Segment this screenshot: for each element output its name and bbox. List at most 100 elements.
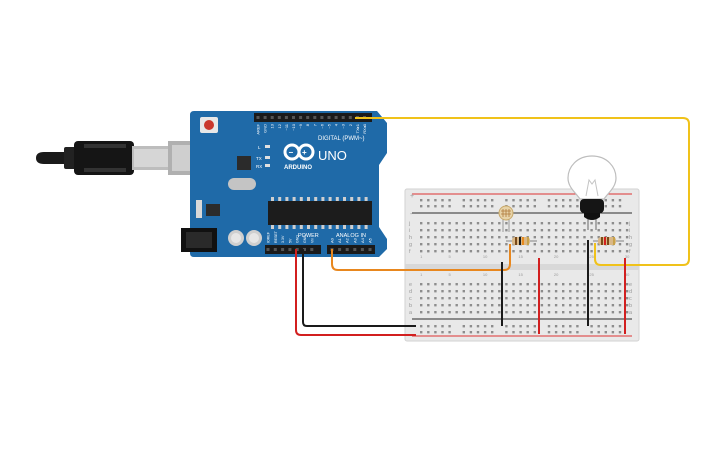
terminal-hole[interactable] [483, 222, 487, 225]
terminal-hole[interactable] [512, 297, 515, 300]
terminal-hole[interactable] [618, 311, 622, 314]
analog-pin-hole[interactable] [345, 248, 349, 251]
terminal-hole[interactable] [625, 222, 629, 225]
terminal-hole[interactable] [448, 290, 451, 293]
digital-pin-hole[interactable] [292, 116, 295, 119]
rail-hole[interactable] [505, 331, 508, 334]
terminal-hole[interactable] [562, 290, 565, 293]
terminal-hole[interactable] [547, 229, 551, 232]
terminal-hole[interactable] [547, 250, 551, 253]
terminal-hole[interactable] [462, 290, 465, 293]
terminal-hole[interactable] [583, 304, 586, 307]
terminal-hole[interactable] [420, 297, 423, 300]
terminal-hole[interactable] [519, 229, 522, 232]
terminal-hole[interactable] [498, 311, 501, 314]
rail-hole[interactable] [441, 331, 444, 334]
analog-pin-hole[interactable] [338, 248, 342, 251]
terminal-hole[interactable] [512, 304, 515, 307]
terminal-hole[interactable] [420, 229, 423, 232]
digital-pin-hole[interactable] [277, 116, 281, 119]
terminal-hole[interactable] [512, 311, 515, 314]
terminal-hole[interactable] [420, 236, 423, 239]
terminal-hole[interactable] [576, 283, 579, 286]
terminal-hole[interactable] [590, 297, 593, 300]
terminal-hole[interactable] [526, 250, 529, 253]
terminal-hole[interactable] [455, 222, 458, 225]
terminal-hole[interactable] [420, 222, 423, 225]
terminal-hole[interactable] [569, 250, 572, 253]
terminal-hole[interactable] [576, 250, 579, 253]
digital-pin-hole[interactable] [284, 116, 288, 119]
terminal-hole[interactable] [618, 297, 622, 300]
light-bulb[interactable] [567, 155, 617, 230]
rail-hole[interactable] [618, 205, 622, 208]
wire-red-5v[interactable] [295, 249, 416, 336]
terminal-hole[interactable] [526, 297, 529, 300]
terminal-hole[interactable] [625, 297, 629, 300]
terminal-hole[interactable] [533, 283, 536, 286]
terminal-hole[interactable] [576, 304, 579, 307]
rail-hole[interactable] [483, 331, 487, 334]
terminal-hole[interactable] [462, 222, 465, 225]
terminal-hole[interactable] [554, 297, 558, 300]
terminal-hole[interactable] [476, 283, 480, 286]
terminal-hole[interactable] [569, 283, 572, 286]
rail-hole[interactable] [476, 331, 480, 334]
terminal-hole[interactable] [476, 236, 480, 239]
power-pin-hole[interactable] [281, 248, 285, 251]
terminal-hole[interactable] [455, 236, 458, 239]
terminal-hole[interactable] [427, 229, 430, 232]
terminal-hole[interactable] [441, 236, 444, 239]
terminal-hole[interactable] [469, 229, 473, 232]
terminal-hole[interactable] [569, 229, 572, 232]
terminal-hole[interactable] [590, 222, 593, 225]
terminal-hole[interactable] [597, 229, 600, 232]
rail-hole[interactable] [547, 205, 551, 208]
terminal-hole[interactable] [505, 297, 508, 300]
terminal-hole[interactable] [469, 243, 473, 246]
terminal-hole[interactable] [597, 311, 600, 314]
rail-hole[interactable] [519, 325, 522, 328]
terminal-hole[interactable] [441, 311, 444, 314]
terminal-hole[interactable] [483, 236, 487, 239]
terminal-hole[interactable] [597, 290, 600, 293]
terminal-hole[interactable] [625, 243, 629, 246]
rail-hole[interactable] [618, 331, 622, 334]
terminal-hole[interactable] [498, 283, 501, 286]
terminal-hole[interactable] [576, 297, 579, 300]
resistor-1[interactable] [506, 237, 537, 245]
rail-hole[interactable] [526, 199, 529, 202]
terminal-hole[interactable] [498, 250, 501, 253]
terminal-hole[interactable] [476, 222, 480, 225]
rail-hole[interactable] [562, 205, 565, 208]
terminal-hole[interactable] [583, 283, 586, 286]
digital-pin-hole[interactable] [320, 116, 324, 119]
rail-hole[interactable] [533, 205, 536, 208]
analog-header[interactable] [327, 245, 375, 254]
rail-hole[interactable] [462, 205, 465, 208]
digital-pin-hole[interactable] [306, 116, 310, 119]
terminal-hole[interactable] [462, 250, 465, 253]
terminal-hole[interactable] [611, 290, 615, 293]
terminal-hole[interactable] [540, 297, 544, 300]
terminal-hole[interactable] [519, 290, 522, 293]
rail-hole[interactable] [434, 325, 437, 328]
terminal-hole[interactable] [604, 311, 607, 314]
rail-hole[interactable] [554, 199, 558, 202]
terminal-hole[interactable] [434, 236, 437, 239]
rail-hole[interactable] [562, 325, 565, 328]
terminal-hole[interactable] [462, 311, 465, 314]
rail-hole[interactable] [576, 325, 579, 328]
terminal-hole[interactable] [554, 290, 558, 293]
terminal-hole[interactable] [505, 243, 508, 246]
rail-hole[interactable] [604, 199, 607, 202]
terminal-hole[interactable] [434, 290, 437, 293]
rail-hole[interactable] [618, 325, 622, 328]
wire-yellow[interactable] [355, 117, 690, 266]
terminal-hole[interactable] [576, 243, 579, 246]
terminal-hole[interactable] [491, 229, 494, 232]
terminal-hole[interactable] [611, 229, 615, 232]
terminal-hole[interactable] [483, 297, 487, 300]
rail-hole[interactable] [441, 199, 444, 202]
terminal-hole[interactable] [562, 250, 565, 253]
